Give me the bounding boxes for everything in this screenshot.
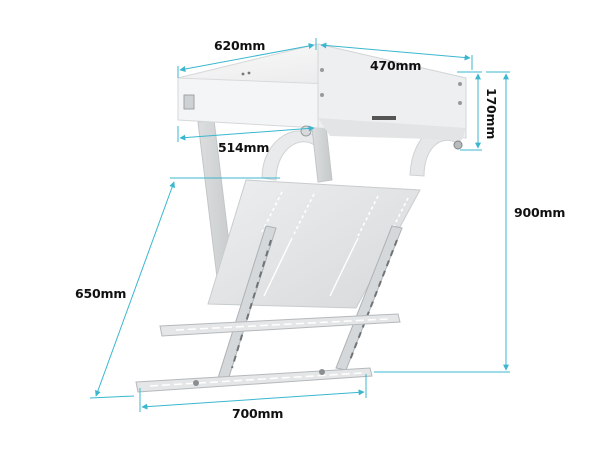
dim-label-top-depth: 470mm [370, 58, 422, 73]
plate-long-slots [263, 237, 359, 297]
dim-label-inner-width: 514mm [218, 140, 270, 155]
horizontal-bracket-lower [135, 367, 373, 393]
dim-label-top-width: 620mm [214, 38, 266, 53]
box-right-face [317, 43, 467, 139]
dim-label-box-height: 170mm [484, 88, 499, 140]
hinge-arc-left [261, 130, 319, 181]
box-underside [318, 118, 466, 140]
dim-label-total-height: 900mm [514, 205, 566, 220]
dim-label-arm-length: 650mm [75, 286, 127, 301]
dim-label-bracket-width: 700mm [232, 406, 284, 421]
side-socket [183, 94, 195, 110]
dimension-lines [89, 38, 510, 412]
plate-slots [261, 191, 409, 237]
connector-slot [372, 116, 396, 120]
